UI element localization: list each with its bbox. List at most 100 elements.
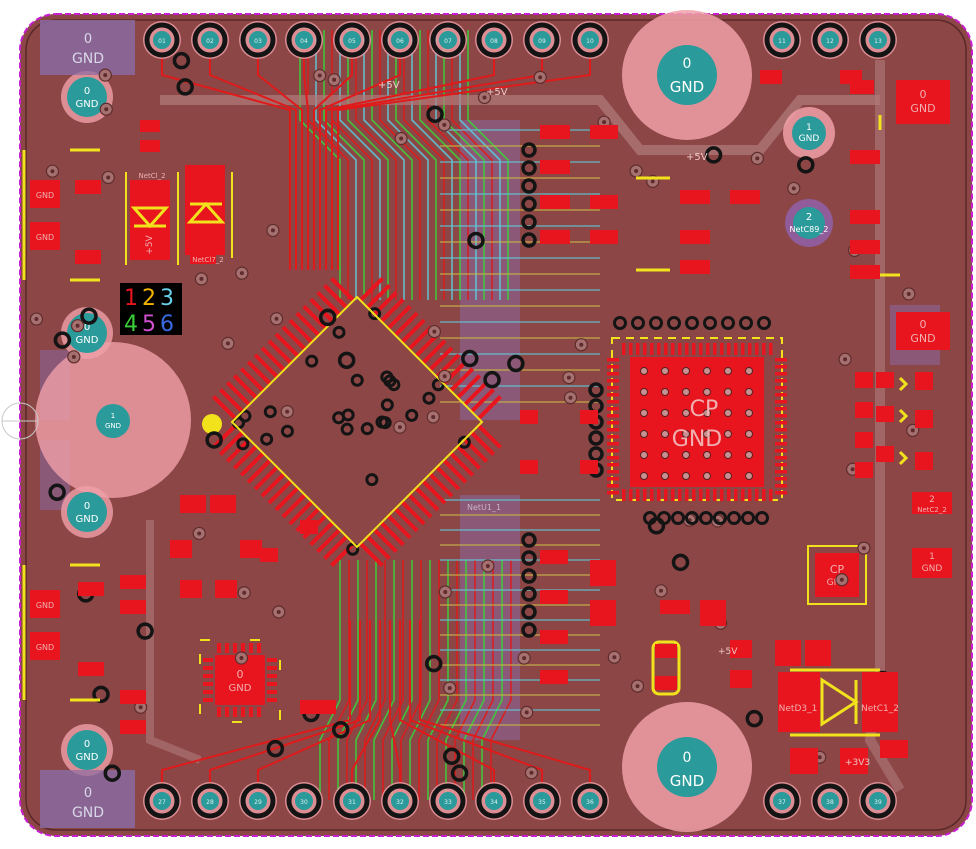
header-pin-hole [343, 31, 361, 49]
thermal-via [661, 409, 669, 417]
qfn-mcu-chip[interactable]: CP GND [607, 337, 787, 501]
qfp-via [405, 408, 419, 422]
via-core [71, 354, 76, 359]
qfn-pin-top [678, 343, 682, 355]
header-pin-outer [144, 22, 180, 58]
small-qfn-pin [267, 698, 277, 702]
qfn-pin-left [607, 491, 619, 495]
qfn-pin-top [671, 343, 675, 355]
thermal-via [661, 451, 669, 459]
smd-pad [855, 462, 873, 478]
qfp-pin [267, 339, 293, 365]
small-qfn-right[interactable]: CP GND [807, 545, 867, 605]
crystal-center[interactable] [651, 640, 681, 696]
qfn-pin-top [685, 343, 689, 355]
via-core [566, 375, 571, 380]
trace-bus-top [371, 30, 413, 300]
netc89-via[interactable]: 2 NetC89_2 [785, 199, 833, 247]
small-qfn-pin [267, 682, 277, 686]
header-pin: 09 [523, 21, 561, 59]
trace-bus-bottom [472, 560, 494, 800]
qfn-pin-right [775, 400, 787, 404]
smd-pad [730, 670, 752, 688]
header-pin-outer [764, 22, 800, 58]
small-qfn-pin [203, 666, 213, 670]
qfp-pin [428, 346, 454, 372]
trace-bus-bottom [490, 560, 512, 800]
thermal-via [745, 367, 753, 375]
gnd-bottom-left-net: GND [72, 805, 104, 821]
qfn-pin-right [775, 421, 787, 425]
via-black [745, 709, 764, 728]
right-small-num: 1 [806, 123, 812, 133]
qfn-pin-right [775, 428, 787, 432]
qfn-pin-bottom [713, 489, 717, 501]
small-qfn-pin [267, 674, 277, 678]
small-qfn-left-net: GND [229, 683, 252, 694]
qfp-main-chip[interactable] [202, 277, 502, 567]
via-core [242, 590, 247, 595]
netd3-label: NetD3_1 [779, 704, 818, 714]
header-pin-outer [812, 783, 848, 819]
qfn-pin-left [607, 463, 619, 467]
via-black [521, 568, 537, 584]
qfp-pin [421, 339, 447, 365]
qfp-pin [288, 500, 314, 526]
via-core [239, 271, 244, 276]
header-pin-label: 07 [444, 38, 452, 45]
smd-pad [75, 250, 101, 264]
mount-hole-right-small[interactable]: 1 GND [783, 107, 835, 159]
qfn-pad-num: CP [690, 397, 719, 422]
qfp-pin [449, 367, 475, 393]
layer-legend[interactable]: 1 2 3 4 5 6 [120, 283, 182, 337]
via-core [634, 168, 639, 173]
header-pin-hole [773, 792, 791, 810]
qfp-via [350, 373, 364, 387]
gnd-pad-top-right[interactable]: 0 GND [896, 80, 950, 124]
qfp-via [380, 398, 394, 412]
via-core [568, 395, 573, 400]
small-qfn-pin [257, 643, 261, 653]
trace-bus-top [339, 30, 381, 300]
gnd-pad-top-left[interactable]: 0 GND [40, 20, 135, 75]
thermal-via [682, 451, 690, 459]
gnd-pad-bottom-left[interactable]: 0 GND [40, 770, 135, 828]
qfn-pin-top [692, 343, 696, 355]
diode-left-pair[interactable]: NetCl_2 NetCl7_2 +5V [125, 165, 233, 265]
qfn-pin-right [775, 358, 787, 362]
small-qfn-pin [203, 674, 213, 678]
diode-d3[interactable]: NetD3_1 NetC1_2 [778, 668, 899, 737]
header-pin-outer [812, 22, 848, 58]
header-pin-outer [764, 783, 800, 819]
qfn-pin-top [720, 343, 724, 355]
gnd-pad-right-upper[interactable]: 0 GND [896, 312, 950, 350]
mount-hole-bottom-center[interactable]: 0 GND [622, 702, 752, 832]
qfp-via [263, 405, 277, 419]
vias [29, 51, 932, 782]
qfp-pin [288, 318, 314, 344]
thermal-via [703, 451, 711, 459]
thermal-via [640, 367, 648, 375]
mount-hole-left-big[interactable]: 1 GND [35, 342, 191, 498]
qfn-pin-top [699, 343, 703, 355]
netc2-label: NetC2_2 [917, 506, 947, 514]
via-black [205, 431, 223, 449]
gnd-bottom-left-num: 0 [84, 786, 92, 801]
header-pin-outer [572, 22, 608, 58]
smd-pad [215, 580, 237, 598]
netc1-label: NetC1_2 [861, 704, 899, 714]
header-pin-label: 05 [348, 38, 356, 45]
gnd-pad-right-mid[interactable]: 1 GND [912, 548, 952, 578]
mount-hole-bottom-net: GND [670, 772, 704, 790]
mount-hole-bottom-num: 0 [683, 750, 692, 766]
small-qfn-pin [233, 643, 237, 653]
smd-pad [78, 662, 104, 676]
header-pin-label: 02 [206, 38, 214, 45]
mount-hole-top-center[interactable]: 0 GND [622, 10, 752, 140]
smd-pad [590, 600, 616, 626]
header-pin-outer [860, 22, 896, 58]
via-core [442, 122, 447, 127]
thermal-via [724, 430, 732, 438]
